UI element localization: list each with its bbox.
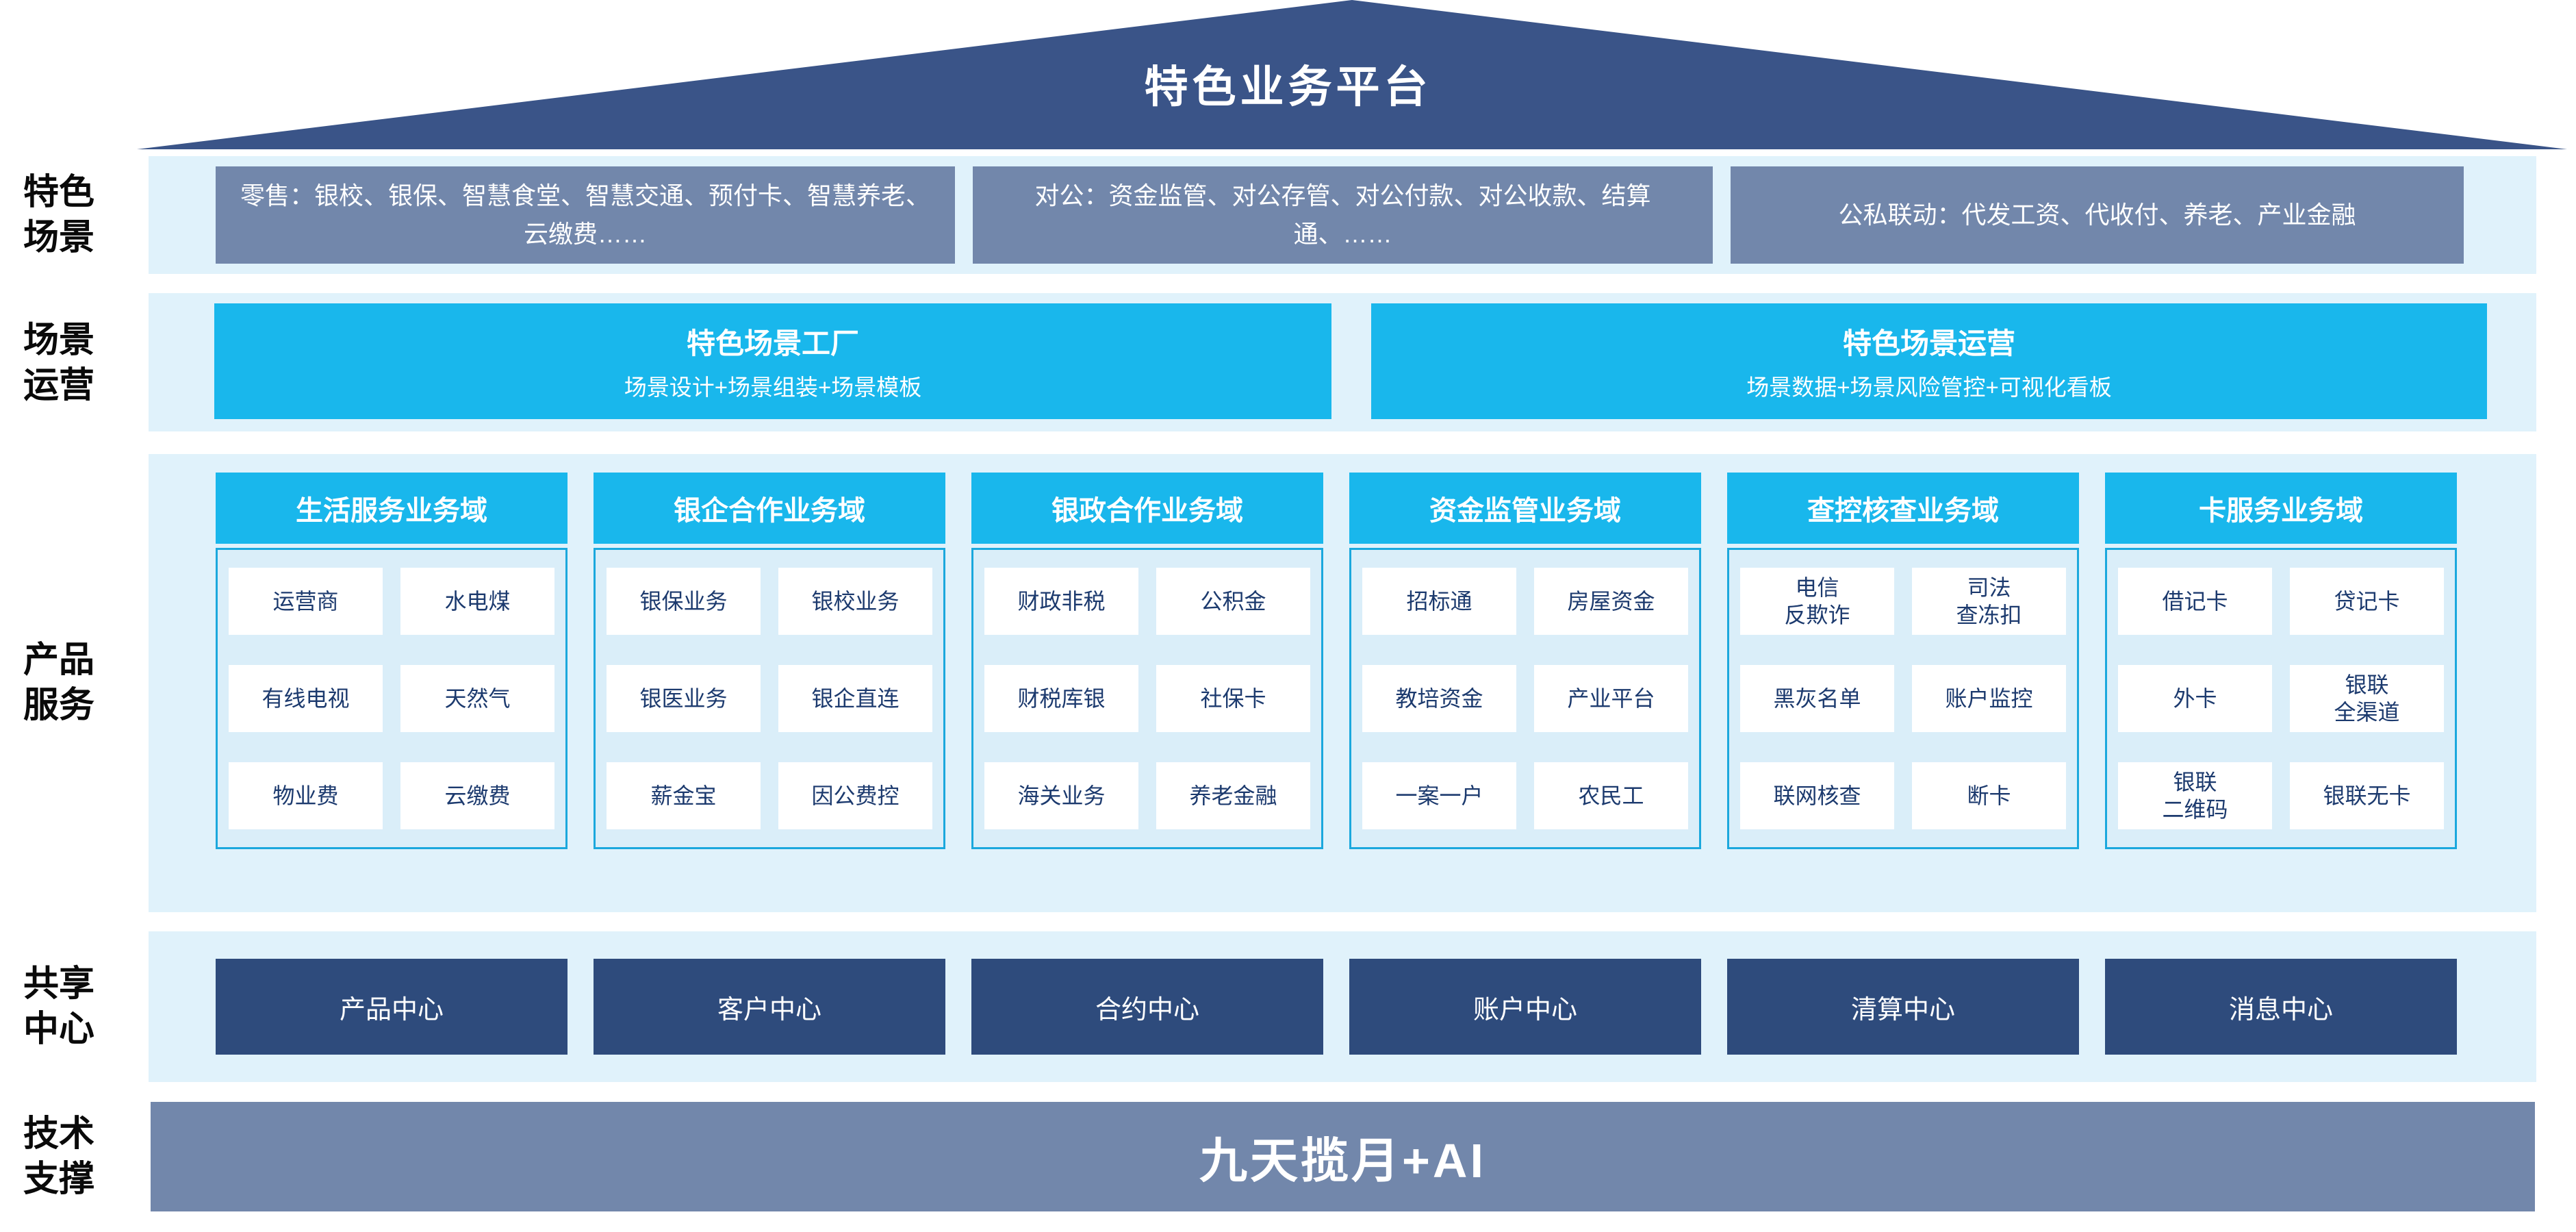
ops-box-title: 特色场景工厂 [686,327,859,360]
product-cell: 外卡 [2118,665,2272,732]
product-cell: 银校业务 [778,568,932,635]
product-cell: 借记卡 [2118,568,2272,635]
center-box-account: 账户中心 [1349,959,1701,1055]
product-cell: 农民工 [1534,762,1688,829]
product-cell: 一案一户 [1362,762,1516,829]
product-cell: 运营商 [229,568,383,635]
product-cell: 海关业务 [984,762,1138,829]
product-cell: 银保业务 [607,568,761,635]
product-column-card-services: 卡服务业务域 借记卡 贷记卡 外卡 银联 全渠道 银联 二维码 银联无卡 [2105,473,2457,849]
product-cell: 财税库银 [984,665,1138,732]
ops-box-operation: 特色场景运营 场景数据+场景风险管控+可视化看板 [1371,303,2487,419]
tech-support-bar: 九天揽月+AI [151,1102,2535,1211]
ops-box-subtitle: 场景数据+场景风险管控+可视化看板 [1746,375,2112,401]
operations-band: 特色场景工厂 场景设计+场景组装+场景模板 特色场景运营 场景数据+场景风险管控… [149,293,2536,431]
product-cell: 财政非税 [984,568,1138,635]
side-label-line: 运营 [23,366,94,405]
product-column-fund-supervision: 资金监管业务域 招标通 房屋资金 教培资金 产业平台 一案一户 农民工 [1349,473,1701,849]
product-cell: 教培资金 [1362,665,1516,732]
product-cell: 产业平台 [1534,665,1688,732]
product-cell: 公积金 [1156,568,1310,635]
product-cell: 养老金融 [1156,762,1310,829]
side-label-line: 产品 [23,640,94,680]
product-column-bank-government: 银政合作业务域 财政非税 公积金 财税库银 社保卡 海关业务 养老金融 [971,473,1323,849]
scene-box-retail: 零售：银校、银保、智慧食堂、智慧交通、预付卡、智慧养老、云缴费…… [216,166,955,264]
product-column-inspection: 查控核查业务域 电信 反欺诈 司法 查冻扣 黑灰名单 账户监控 联网核查 断卡 [1727,473,2079,849]
product-cell: 有线电视 [229,665,383,732]
product-cell: 天然气 [400,665,554,732]
product-cell: 招标通 [1362,568,1516,635]
centers-band: 产品中心 客户中心 合约中心 账户中心 清算中心 消息中心 [149,931,2536,1082]
side-label-line: 技术 [23,1114,94,1154]
column-body: 运营商 水电煤 有线电视 天然气 物业费 云缴费 [216,548,568,849]
product-cell: 银联 二维码 [2118,762,2272,829]
column-body: 银保业务 银校业务 银医业务 银企直连 薪金宝 因公费控 [594,548,945,849]
product-cell: 银联 全渠道 [2290,665,2444,732]
product-cell: 贷记卡 [2290,568,2444,635]
product-cell: 司法 查冻扣 [1912,568,2066,635]
column-body: 电信 反欺诈 司法 查冻扣 黑灰名单 账户监控 联网核查 断卡 [1727,548,2079,849]
center-box-customer: 客户中心 [594,959,945,1055]
scene-box-linkage: 公私联动：代发工资、代收付、养老、产业金融 [1731,166,2464,264]
product-cell: 银联无卡 [2290,762,2444,829]
diagram-title: 特色业务平台 [1144,62,1432,112]
column-body: 借记卡 贷记卡 外卡 银联 全渠道 银联 二维码 银联无卡 [2105,548,2457,849]
column-body: 招标通 房屋资金 教培资金 产业平台 一案一户 农民工 [1349,548,1701,849]
scenes-band: 零售：银校、银保、智慧食堂、智慧交通、预付卡、智慧养老、云缴费…… 对公：资金监… [149,156,2536,274]
side-label-line: 特色 [23,173,94,212]
product-cell: 断卡 [1912,762,2066,829]
side-label-line: 共享 [23,964,94,1004]
column-header: 生活服务业务域 [216,473,568,544]
side-label-line: 场景 [23,320,94,360]
product-cell: 电信 反欺诈 [1740,568,1894,635]
side-label-line: 场景 [23,218,94,257]
product-cell: 水电煤 [400,568,554,635]
product-cell: 薪金宝 [607,762,761,829]
product-cell: 账户监控 [1912,665,2066,732]
product-cell: 联网核查 [1740,762,1894,829]
product-cell: 物业费 [229,762,383,829]
side-label-line: 支撑 [23,1159,94,1199]
column-header: 银企合作业务域 [594,473,945,544]
product-cell: 因公费控 [778,762,932,829]
side-label-operations: 场景 运营 [1,318,116,408]
side-label-tech: 技术 支撑 [1,1111,116,1202]
ops-box-title: 特色场景运营 [1842,327,2015,360]
products-band: 生活服务业务域 运营商 水电煤 有线电视 天然气 物业费 云缴费 银企合作业务域… [149,454,2536,912]
product-cell: 银企直连 [778,665,932,732]
scene-box-corporate: 对公：资金监管、对公存管、对公付款、对公收款、结算通、…… [973,166,1713,264]
product-cell: 云缴费 [400,762,554,829]
product-column-life-services: 生活服务业务域 运营商 水电煤 有线电视 天然气 物业费 云缴费 [216,473,568,849]
center-box-message: 消息中心 [2105,959,2457,1055]
ops-box-subtitle: 场景设计+场景组装+场景模板 [624,375,922,401]
center-box-settlement: 清算中心 [1727,959,2079,1055]
column-header: 查控核查业务域 [1727,473,2079,544]
center-box-product: 产品中心 [216,959,568,1055]
product-column-bank-enterprise: 银企合作业务域 银保业务 银校业务 银医业务 银企直连 薪金宝 因公费控 [594,473,945,849]
product-cell: 房屋资金 [1534,568,1688,635]
side-label-centers: 共享 中心 [1,961,116,1052]
product-cell: 黑灰名单 [1740,665,1894,732]
side-label-line: 中心 [23,1009,94,1049]
side-label-line: 服务 [23,686,94,725]
center-box-contract: 合约中心 [971,959,1323,1055]
column-body: 财政非税 公积金 财税库银 社保卡 海关业务 养老金融 [971,548,1323,849]
column-header: 银政合作业务域 [971,473,1323,544]
product-cell: 银医业务 [607,665,761,732]
side-label-products: 产品 服务 [1,638,116,728]
ops-box-factory: 特色场景工厂 场景设计+场景组装+场景模板 [214,303,1331,419]
product-cell: 社保卡 [1156,665,1310,732]
column-header: 卡服务业务域 [2105,473,2457,544]
column-header: 资金监管业务域 [1349,473,1701,544]
side-label-scenes: 特色 场景 [1,170,116,260]
